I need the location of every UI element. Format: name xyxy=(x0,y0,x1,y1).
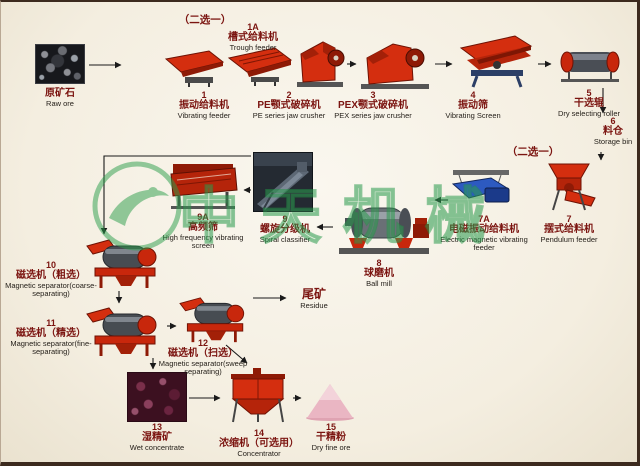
node-name-zh: 湿精矿 xyxy=(142,432,172,444)
node-number: 3 xyxy=(370,90,376,100)
node-name-en: Concentrator xyxy=(237,448,281,458)
node-name-en: Raw ore xyxy=(46,98,74,108)
pe-jaw-crusher-graphic xyxy=(293,38,345,90)
dry-fine-ore-graphic xyxy=(303,380,357,422)
node-number: 11 xyxy=(46,318,56,328)
node-name-zh: 槽式给料机 xyxy=(228,32,278,44)
node-name-zh: 螺旋分级机 xyxy=(260,224,310,236)
node-name-zh: PE颚式破碎机 xyxy=(257,100,321,112)
node-name-en: Electric magnetic vibrating feeder xyxy=(440,234,528,253)
label-wet-concentrate: 13 湿精矿 Wet concentrate xyxy=(119,422,195,452)
node-name-en: Vibrating feeder xyxy=(177,110,231,120)
node-number: 6 xyxy=(610,116,616,126)
label-dry-fine-ore: 15 干精粉 Dry fine ore xyxy=(299,422,363,452)
node-number: 9 xyxy=(282,214,288,224)
node-name-en: Residue xyxy=(300,300,328,310)
node-name-zh: 磁选机（粗选） xyxy=(16,270,86,282)
node-name-en: PEX series jaw crusher xyxy=(334,110,412,120)
label-electromagnetic-vibrating-feeder: 7A 电磁振动给料机 Electric magnetic vibrating f… xyxy=(435,214,533,253)
dry-selecting-roller-graphic xyxy=(555,46,625,84)
node-name-en: Ball mill xyxy=(366,278,392,288)
node-name-zh: PEX颚式破碎机 xyxy=(337,100,408,112)
label-high-frequency-screen: 9A 高频筛 High frequency vibrating screen xyxy=(157,212,249,251)
choose-one-label-mid: （二选一） xyxy=(506,146,560,158)
label-pex-jaw-crusher: 3 PEX颚式破碎机 PEX series jaw crusher xyxy=(329,90,417,120)
wet-concentrate-photo xyxy=(127,372,187,422)
node-number: 14 xyxy=(253,428,264,438)
pendulum-feeder-graphic xyxy=(539,162,601,212)
node-number: 10 xyxy=(45,260,56,270)
ball-mill-graphic xyxy=(337,194,431,256)
node-name-en: Magnetic separator(fine-separating) xyxy=(10,338,92,357)
node-number: 15 xyxy=(325,422,336,432)
label-magnetic-separator-sweep: 12 磁选机（扫选） Magnetic separator(sweep sepa… xyxy=(147,338,259,377)
node-name-zh: 球磨机 xyxy=(364,268,394,280)
label-magnetic-separator-fine: 11 磁选机（精选） Magnetic separator(fine-separ… xyxy=(1,318,101,357)
node-number: 7A xyxy=(478,214,490,224)
label-vibrating-screen: 4 振动筛 Vibrating Screen xyxy=(431,90,515,120)
electromagnetic-vibrating-feeder-graphic xyxy=(451,168,517,212)
vibrating-feeder-graphic xyxy=(165,50,225,88)
label-storage-bin: 6 料仓 Storage bin xyxy=(589,116,637,146)
pex-jaw-crusher-graphic xyxy=(359,40,431,90)
node-name-en: Pendulum feeder xyxy=(540,234,598,244)
node-name-zh: 干选辊 xyxy=(574,98,604,110)
raw-ore-photo xyxy=(35,44,85,84)
node-name-zh: 振动给料机 xyxy=(179,100,229,112)
node-name-zh: 磁选机（扫选） xyxy=(168,348,238,360)
concentrator-graphic xyxy=(225,366,291,426)
label-concentrator: 14 浓缩机（可选用） Concentrator xyxy=(213,428,305,458)
trough-feeder-graphic xyxy=(227,46,293,86)
node-number: 12 xyxy=(197,338,208,348)
node-name-zh: 原矿石 xyxy=(45,88,75,99)
node-number: 4 xyxy=(470,90,476,100)
label-residue: 尾矿 Residue xyxy=(289,287,339,310)
vibrating-screen-graphic xyxy=(457,34,535,90)
magnetic-separator-sweep-graphic xyxy=(177,296,255,344)
spiral-classifier-photo xyxy=(253,152,313,212)
node-name-zh: 摆式给料机 xyxy=(544,224,594,236)
node-name-en: Trough feeder xyxy=(229,42,277,52)
choose-one-label-top: （二选一） xyxy=(178,14,232,26)
node-number: 9A xyxy=(197,212,209,222)
label-vibrating-feeder: 1 振动给料机 Vibrating feeder xyxy=(165,90,243,120)
node-name-en: Dry selecting roller xyxy=(557,108,621,118)
label-trough-feeder: 1A 槽式给料机 Trough feeder xyxy=(217,22,289,52)
node-number: 8 xyxy=(376,258,382,268)
node-name-zh: 浓缩机（可选用） xyxy=(219,438,299,450)
high-frequency-screen-graphic xyxy=(167,160,241,210)
label-raw-ore: 原矿石 Raw ore xyxy=(29,88,91,108)
node-name-en: Vibrating Screen xyxy=(445,110,501,120)
node-name-en: High frequency vibrating screen xyxy=(162,232,244,251)
node-name-en: Spiral classifier xyxy=(259,234,311,244)
label-magnetic-separator-coarse: 10 磁选机（粗选） Magnetic separator(coarse-sep… xyxy=(1,260,101,299)
node-number: 2 xyxy=(286,90,292,100)
node-name-en: PE series jaw crusher xyxy=(252,110,326,120)
node-name-zh: 料仓 xyxy=(603,126,623,138)
node-name-en: Magnetic separator(coarse-separating) xyxy=(5,280,97,299)
node-name-en: Dry fine ore xyxy=(311,442,351,452)
node-name-zh: 振动筛 xyxy=(458,100,488,112)
label-pe-jaw-crusher: 2 PE颚式破碎机 PE series jaw crusher xyxy=(247,90,331,120)
node-number: 7 xyxy=(566,214,572,224)
node-number: 1 xyxy=(201,90,207,100)
node-name-zh: 尾矿 xyxy=(301,287,326,301)
node-name-en: Wet concentrate xyxy=(129,442,185,452)
node-name-zh: 干精粉 xyxy=(316,432,346,444)
node-number: 5 xyxy=(586,88,592,98)
node-name-zh: 磁选机（精选） xyxy=(16,328,86,340)
label-dry-selecting-roller: 5 干选辊 Dry selecting roller xyxy=(547,88,631,118)
label-ball-mill: 8 球磨机 Ball mill xyxy=(347,258,411,288)
node-name-en: Magnetic separator(sweep separating) xyxy=(158,358,248,377)
label-pendulum-feeder: 7 摆式给料机 Pendulum feeder xyxy=(527,214,611,244)
magnetic-separator-fine-graphic xyxy=(85,306,167,358)
node-number: 13 xyxy=(151,422,162,432)
node-name-en: Storage bin xyxy=(593,136,633,146)
node-name-zh: 电磁振动给料机 xyxy=(449,224,519,236)
node-number: 1A xyxy=(247,22,259,32)
label-spiral-classifier: 9 螺旋分级机 Spiral classifier xyxy=(247,214,323,244)
